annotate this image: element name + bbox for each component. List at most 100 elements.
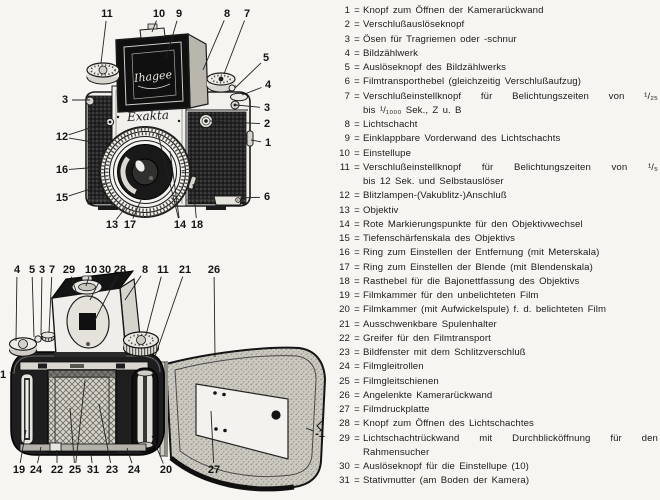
legend-separator: = — [354, 418, 360, 430]
callout-label: 5 — [29, 264, 35, 276]
legend-item-number: 24 — [339, 361, 350, 373]
callout-leader-line — [151, 20, 157, 33]
slow-speed-knob-back — [122, 331, 160, 357]
legend-separator: = — [354, 5, 360, 16]
legend-separator: = — [354, 318, 360, 330]
legend-item-number: 27 — [339, 404, 350, 415]
callout-leader-line — [210, 410, 215, 464]
legend-item-text: Objektiv — [363, 204, 399, 216]
legend-separator: = — [354, 361, 360, 373]
legend-item: 6=Filmtransporthebel (gleichzeitig Versc… — [334, 75, 658, 89]
lens — [99, 126, 191, 218]
film-door-open — [164, 346, 327, 492]
legend-item: 29=Lichtschachtrückwand mit Durchblicköf… — [334, 432, 658, 461]
hood-logo-script: Ihagee — [132, 68, 173, 85]
fast-speed-knob — [206, 72, 236, 93]
legend-item-text: Verschlußauslöseknopf — [363, 19, 465, 31]
callout-leader-line — [305, 427, 314, 432]
legend-separator: = — [354, 233, 360, 244]
legend-item: 10=Einstellupe — [334, 147, 658, 161]
legend-item: 27=Filmdruckplatte — [334, 403, 658, 417]
legend-item-number: 3 — [344, 33, 350, 45]
legend-item: 11=Verschlußeinstellknopf für Belichtung… — [334, 161, 658, 190]
legend-item-number: 19 — [339, 290, 350, 301]
callout-label: 8 — [224, 8, 230, 20]
legend-item-number: 12 — [339, 190, 350, 202]
callout-label: 24 — [128, 464, 141, 476]
legend-item: 4=Bildzählwerk — [334, 47, 658, 61]
legend-item: 26=Angelenkte Kamerarückwand — [334, 389, 658, 403]
legend-item-number: 1 — [344, 5, 350, 16]
callout-leader-line — [250, 139, 262, 143]
callout-label: 8 — [142, 264, 148, 276]
legend-item-number: 5 — [344, 62, 350, 73]
callout-label: 4 — [14, 264, 21, 276]
legend-item-number: 15 — [339, 233, 350, 244]
legend-item-number: 31 — [339, 475, 350, 487]
callout-leader-line — [234, 62, 262, 89]
callout-label: 31 — [87, 464, 99, 476]
callout-label: 28 — [114, 264, 126, 276]
legend-item: 19=Filmkammer für den unbelichteten Film — [334, 289, 658, 303]
legend-item-number: 22 — [339, 332, 350, 344]
legend-item-number: 13 — [339, 204, 350, 216]
legend-separator: = — [354, 76, 360, 88]
legend-item: 15=Tiefenschärfenskala des Objektivs — [334, 232, 658, 246]
legend-item-text: Blitzlampen-(Vakublitz-)Anschluß — [363, 190, 507, 202]
legend-item-number: 4 — [344, 47, 350, 59]
callout-leader-line — [68, 183, 107, 197]
legend-separator: = — [354, 147, 360, 159]
legend-separator: = — [354, 347, 360, 358]
legend-separator: = — [354, 62, 360, 73]
callout-leader-line — [40, 276, 43, 336]
legend-item: 8=Lichtschacht — [334, 118, 658, 132]
callout-leader-line — [126, 447, 133, 464]
callout-leader-line — [68, 121, 109, 136]
callout-leader-line — [89, 276, 103, 301]
legend-item-text: Bildfenster mit dem Schlitzverschluß — [363, 347, 526, 358]
callout-label: 13 — [106, 219, 118, 231]
callout-leader-line — [209, 120, 261, 125]
legend-item-text: Ring zum Einstellen der Blende (mit Blen… — [363, 261, 593, 273]
callout-label: 1 — [265, 137, 271, 149]
callout-leader-line — [165, 20, 178, 59]
callout-leader-line — [132, 199, 142, 219]
callout-leader-line — [15, 276, 18, 342]
legend-separator: = — [354, 33, 360, 45]
legend-item-text: Ring zum Einstellen der Entfernung (mit … — [363, 247, 600, 259]
film-chamber-left — [20, 373, 34, 445]
callout-leader-line — [48, 276, 53, 334]
viewfinder-hood-open-back — [50, 270, 142, 357]
callout-label: 2 — [264, 118, 270, 130]
legend-separator: = — [354, 290, 360, 301]
callout-leader-line — [124, 275, 142, 301]
legend-item: 1=Knopf zum Öffnen der Kamerarückwand — [334, 4, 658, 18]
legend-item: 28=Knopf zum Öffnen des Lichtschachtes — [334, 417, 658, 431]
legend-item-text: Filmgleitrollen — [363, 361, 424, 373]
callout-leader-line — [239, 196, 261, 199]
legend-item-number: 8 — [344, 119, 350, 130]
legend-separator: = — [354, 133, 360, 145]
callout-label: 5 — [263, 52, 269, 64]
legend-item: 12=Blitzlampen-(Vakublitz-)Anschluß — [334, 189, 658, 203]
callout-label: 12 — [56, 131, 68, 143]
callout-label: 11 — [157, 264, 169, 276]
callout-leader-line — [157, 133, 179, 219]
transport-lever-foot — [213, 195, 243, 206]
callout-leader-line — [37, 446, 42, 464]
legend-item-text: Filmgleitschienen — [363, 375, 439, 387]
legend-separator: = — [354, 90, 360, 102]
callout-label: 3 — [264, 102, 270, 114]
legend-item: 16=Ring zum Einstellen der Entfernung (m… — [334, 246, 658, 260]
legend-separator: = — [354, 475, 360, 487]
callout-label: 25 — [69, 464, 81, 476]
legend-item: 21=Ausschwenkbare Spulenhalter — [334, 318, 658, 332]
callout-label: 22 — [51, 464, 63, 476]
callout-label: 6 — [264, 191, 270, 203]
legend-item-number: 11 — [339, 161, 350, 173]
callout-leader-line — [241, 87, 262, 96]
callout-leader-line — [100, 20, 107, 64]
